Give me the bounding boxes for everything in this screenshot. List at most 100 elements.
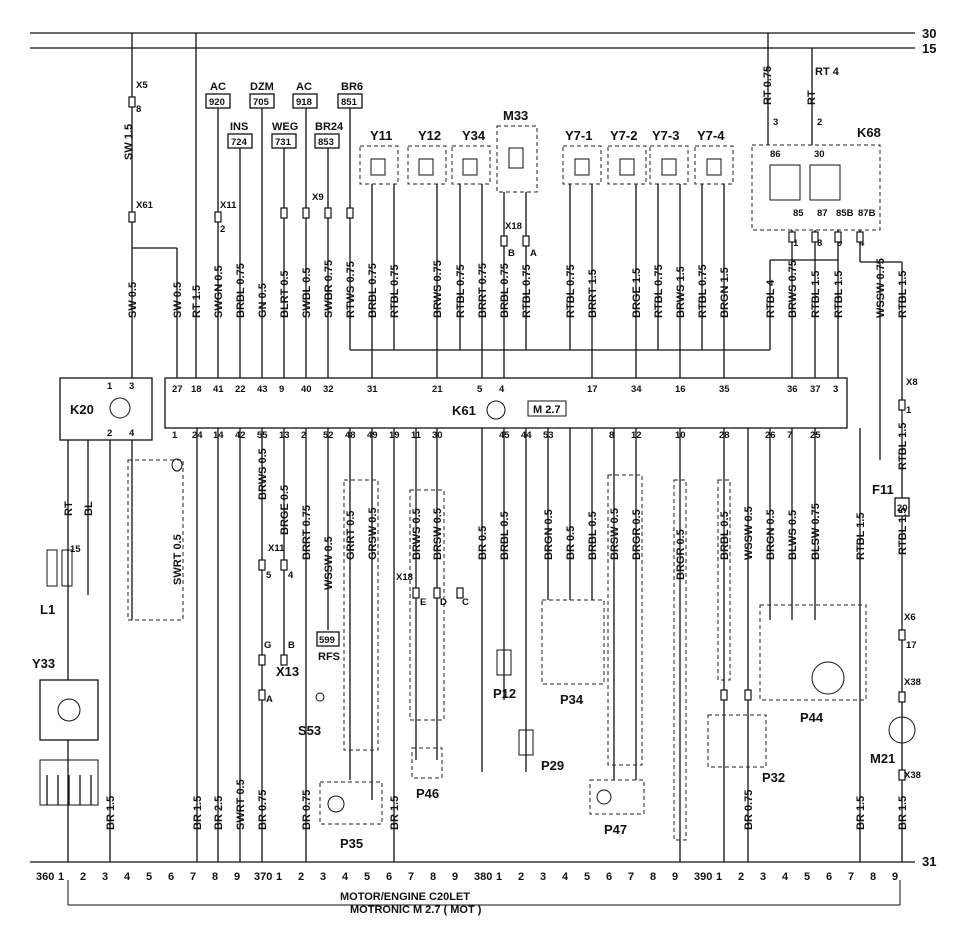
x11-pin: 2	[220, 224, 225, 235]
wire-label: WSSW 0.5	[743, 506, 755, 560]
wire-label: SWRT 0.5	[235, 779, 247, 830]
y72-label: Y7-2	[610, 128, 637, 143]
ecu-top-pin: 3	[833, 384, 838, 395]
footer-line1: MOTOR/ENGINE C20LET	[340, 891, 470, 903]
wire-label: SWBL 0.5	[301, 267, 313, 318]
x6-pin: 17	[906, 640, 917, 651]
k68-pin: 85	[793, 208, 804, 219]
fuse-name: F11	[872, 482, 894, 497]
scale-number: 370	[254, 871, 272, 883]
wire-label: BRGN 0.5	[543, 509, 555, 560]
connector-pin	[280, 654, 288, 666]
p47-box	[589, 779, 645, 815]
k68-pins: 3 2 86 30 85 87 85B 87B 1 8 9 4	[770, 117, 876, 249]
valve-group-right	[562, 145, 734, 185]
k68-pin: 85B	[836, 208, 854, 219]
ecu-bottom-pin: 45	[499, 430, 510, 441]
connector-pin	[280, 207, 288, 219]
p34-box	[541, 599, 605, 685]
scale-number: 6	[168, 871, 174, 883]
ecu-bottom-pin: 14	[213, 430, 224, 441]
p44-label: P44	[800, 710, 824, 725]
k68-label: K68	[857, 125, 881, 140]
k68-switch-icon	[809, 164, 841, 201]
scale-number: 9	[892, 871, 898, 883]
connector-pin	[302, 207, 310, 219]
p46-box	[411, 747, 443, 779]
valve-icon	[370, 158, 386, 176]
y73-label: Y7-3	[652, 128, 679, 143]
k68-pin: 86	[770, 149, 781, 160]
wire-label: GRRT 0.5	[345, 510, 357, 560]
connector-pin	[258, 654, 266, 666]
scale-number: 5	[804, 871, 810, 883]
wire-label: BRRT 0.75	[477, 263, 489, 318]
ecu-bottom-pin: 49	[367, 430, 378, 441]
wire-label: BR 0.5	[565, 526, 577, 560]
wire-label: RTBL 0.75	[389, 264, 401, 318]
ecu-bottom-pin: 19	[389, 430, 400, 441]
x13-pin: A	[266, 694, 273, 705]
ecu-bottom-pin: 48	[345, 430, 356, 441]
ecu-top-pin: 4	[499, 384, 505, 395]
wire-label: RTBL 0.75	[697, 264, 709, 318]
x18-pin: A	[530, 248, 537, 259]
wire-label: RTBL 0.75	[455, 264, 467, 318]
m33-box	[496, 125, 538, 193]
connector-pin	[280, 559, 288, 571]
connector-pin	[456, 587, 464, 599]
ecu-top-pin: 21	[432, 384, 443, 395]
valve-group-left	[359, 145, 491, 185]
p35-box	[319, 781, 383, 825]
connector-pin	[720, 689, 728, 701]
connector-pin	[128, 96, 136, 108]
connector-pin	[258, 689, 266, 701]
y74-box	[694, 145, 734, 185]
p32-label: P32	[762, 770, 785, 785]
scale-number: 2	[298, 871, 304, 883]
k20-pin: 1	[107, 381, 113, 392]
wire-label: BRGE 0.5	[279, 485, 291, 535]
ecu-bottom-pin: 1	[172, 430, 178, 441]
connector-pin	[788, 231, 796, 243]
connector-pin	[214, 211, 222, 223]
wire-label: RTBL 1.5	[855, 513, 867, 560]
shield-p35	[343, 479, 379, 751]
ecu-bottom-pin: 13	[279, 430, 290, 441]
ecu-top-pin: 18	[191, 384, 202, 395]
y33-valve-icon	[57, 698, 81, 722]
coil-pin: 15	[70, 544, 81, 555]
wire-label: RTBL 1.5	[897, 508, 909, 555]
ref-num: 920	[209, 97, 225, 108]
k68-coil-icon	[769, 164, 801, 201]
x18-pin: E	[420, 597, 426, 608]
l1-label: L1	[40, 602, 55, 617]
m33-motor-icon	[508, 147, 524, 169]
k20-transistor-icon	[109, 397, 131, 419]
p44-box	[759, 604, 867, 701]
wire-label: RT 1.5	[191, 285, 203, 318]
x18-pin: C	[462, 597, 469, 608]
footer-line2: MOTRONIC M 2.7 ( MOT )	[350, 904, 482, 916]
valve-icon	[462, 158, 478, 176]
connector-pin	[811, 231, 819, 243]
connector-pin	[433, 587, 441, 599]
ref-num: 705	[253, 97, 270, 108]
y11-label: Y11	[370, 128, 392, 143]
scale-number: 4	[124, 871, 131, 883]
scale-number: 5	[584, 871, 590, 883]
x18-pin: D	[440, 597, 447, 608]
ref-name: AC	[210, 81, 226, 93]
ecu-bottom-pin: 12	[631, 430, 642, 441]
shield-p46	[409, 489, 445, 721]
ref-name: AC	[296, 81, 312, 93]
k68-pin: 30	[814, 149, 825, 160]
wire-label: RTWS 0.75	[345, 261, 357, 318]
x18-label: X18	[396, 572, 413, 583]
p46-label: P46	[416, 786, 439, 801]
k68-pin: 87	[817, 208, 828, 219]
connector-pin	[346, 207, 354, 219]
wire-label: BRGR 0.5	[675, 529, 687, 580]
p12-sensor-icon	[496, 649, 512, 676]
